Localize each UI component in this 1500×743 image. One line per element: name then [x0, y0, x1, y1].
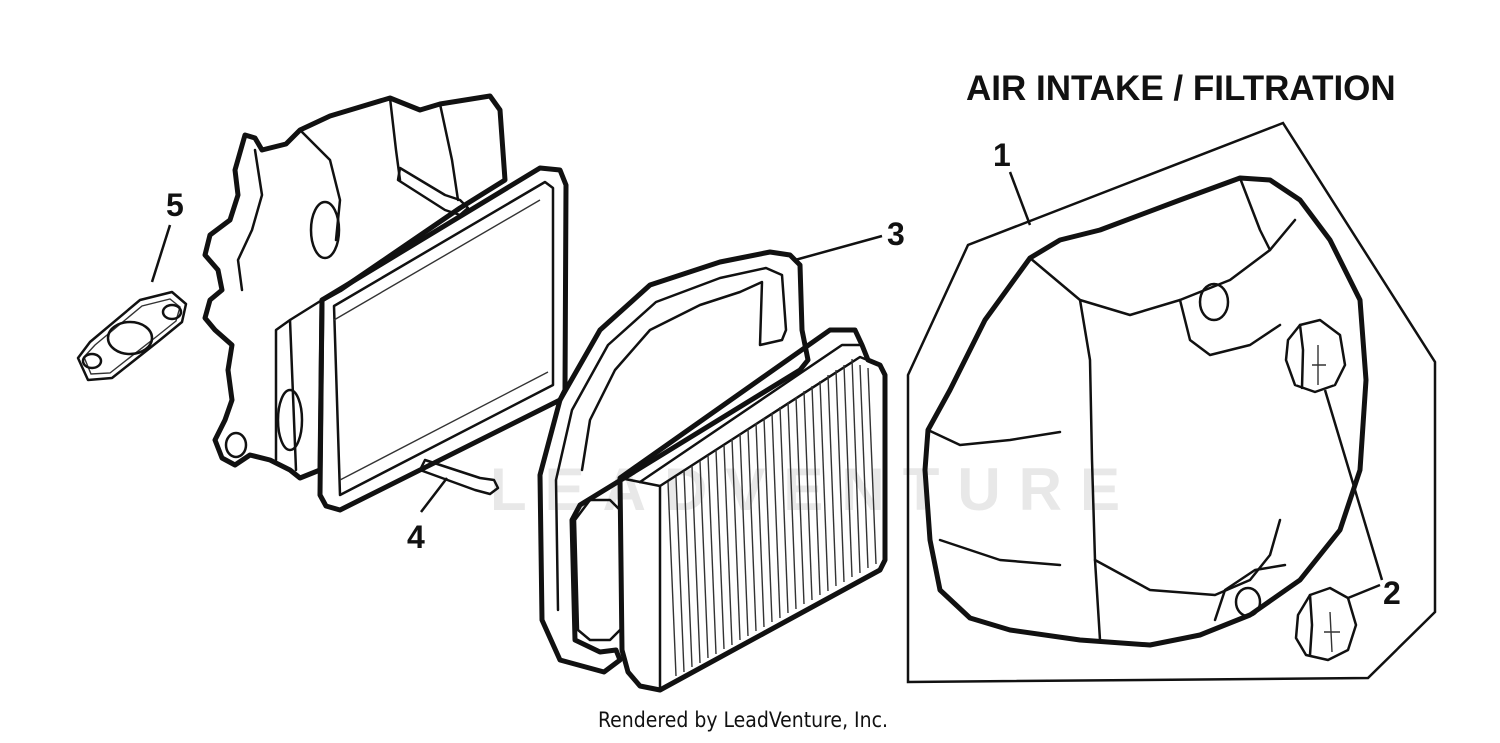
diagram-title: AIR INTAKE / FILTRATION: [966, 69, 1396, 108]
callout-1: 1: [993, 137, 1011, 173]
callout-5: 5: [166, 187, 184, 223]
leader-5: [150, 224, 172, 283]
part-2-cover-knob-upper[interactable]: [1284, 318, 1347, 394]
callout-4: 4: [407, 519, 425, 555]
leader-4: [420, 477, 448, 513]
air-cleaner-base[interactable]: [202, 93, 569, 513]
footer-credit: Rendered by LeadVenture, Inc.: [598, 708, 888, 732]
watermark-text: LEADVENTURE: [490, 456, 1138, 523]
callout-2: 2: [1383, 575, 1401, 611]
leader-3: [794, 234, 883, 262]
part-2-cover-knob-lower[interactable]: [1294, 586, 1358, 662]
part-5-gasket[interactable]: [76, 290, 188, 382]
leader-2b: [1347, 583, 1381, 600]
leader-1: [1008, 171, 1032, 226]
leader-2a: [1323, 389, 1384, 581]
callout-3: 3: [887, 216, 905, 252]
part-1-air-cleaner-cover[interactable]: [922, 175, 1369, 648]
filter-pleats: [667, 358, 877, 677]
kit-outline: [906, 121, 1437, 684]
part-3-filter-element[interactable]: [537, 249, 888, 693]
